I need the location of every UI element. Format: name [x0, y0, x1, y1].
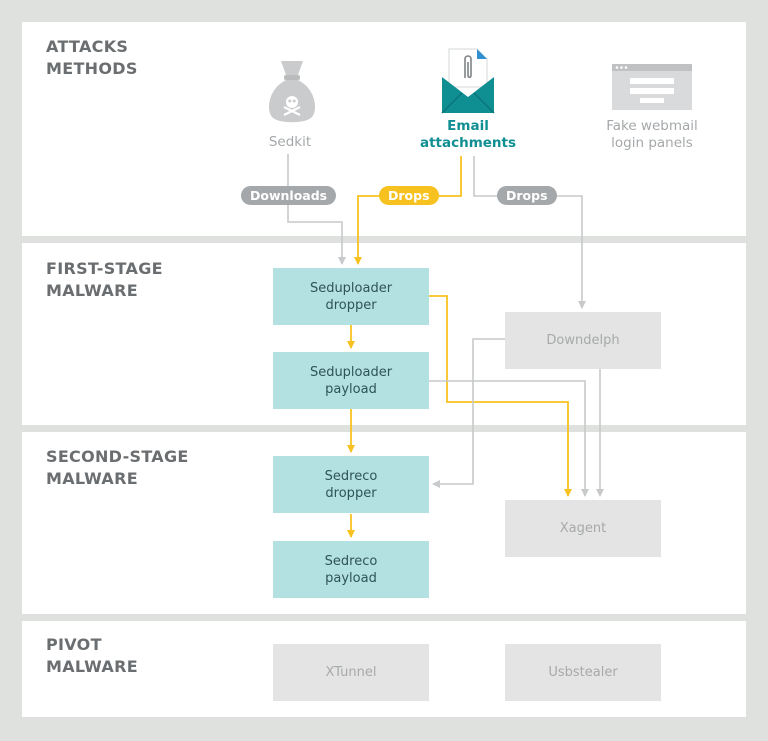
node-seduploader-payload: Seduploader payload	[273, 352, 429, 409]
arrow-email-drops-downdelph	[473, 156, 586, 309]
section-title-pivot: PIVOT MALWARE	[46, 635, 138, 676]
edge-label-drops-email: Drops	[379, 186, 439, 205]
section-title-second-stage: SECOND-STAGE MALWARE	[46, 447, 189, 488]
webmail-label: Fake webmail login panels	[606, 118, 698, 151]
edge-label-drops-webmail: Drops	[497, 186, 557, 205]
email-attachment-icon	[441, 48, 495, 114]
node-usbstealer: Usbstealer	[505, 644, 661, 701]
sedkit-label: Sedkit	[268, 134, 312, 150]
node-downdelph: Downdelph	[505, 312, 661, 369]
webmail-window-icon	[612, 64, 692, 110]
arrow-downdelph-to-sedreco	[432, 338, 505, 488]
node-xtunnel: XTunnel	[273, 644, 429, 701]
node-sedreco-payload: Sedreco payload	[273, 541, 429, 598]
arrow-seduploader-payload-to-xagent	[429, 380, 589, 497]
section-title-first-stage: FIRST-STAGE MALWARE	[46, 259, 163, 300]
edge-label-downloads: Downloads	[241, 186, 337, 205]
node-xagent: Xagent	[505, 500, 661, 557]
node-sedreco-dropper: Sedreco dropper	[273, 456, 429, 513]
arrow-sedkit-downloads	[287, 154, 346, 265]
node-seduploader-dropper: Seduploader dropper	[273, 268, 429, 325]
arrow-seduploader-dropper-to-xagent	[429, 295, 572, 497]
email-attachments-label: Email attachments	[419, 118, 517, 151]
section-title-attacks: ATTACKS METHODS	[46, 37, 138, 78]
sedkit-bag-icon	[268, 61, 316, 123]
arrow-email-drops-seduploader	[354, 156, 462, 265]
